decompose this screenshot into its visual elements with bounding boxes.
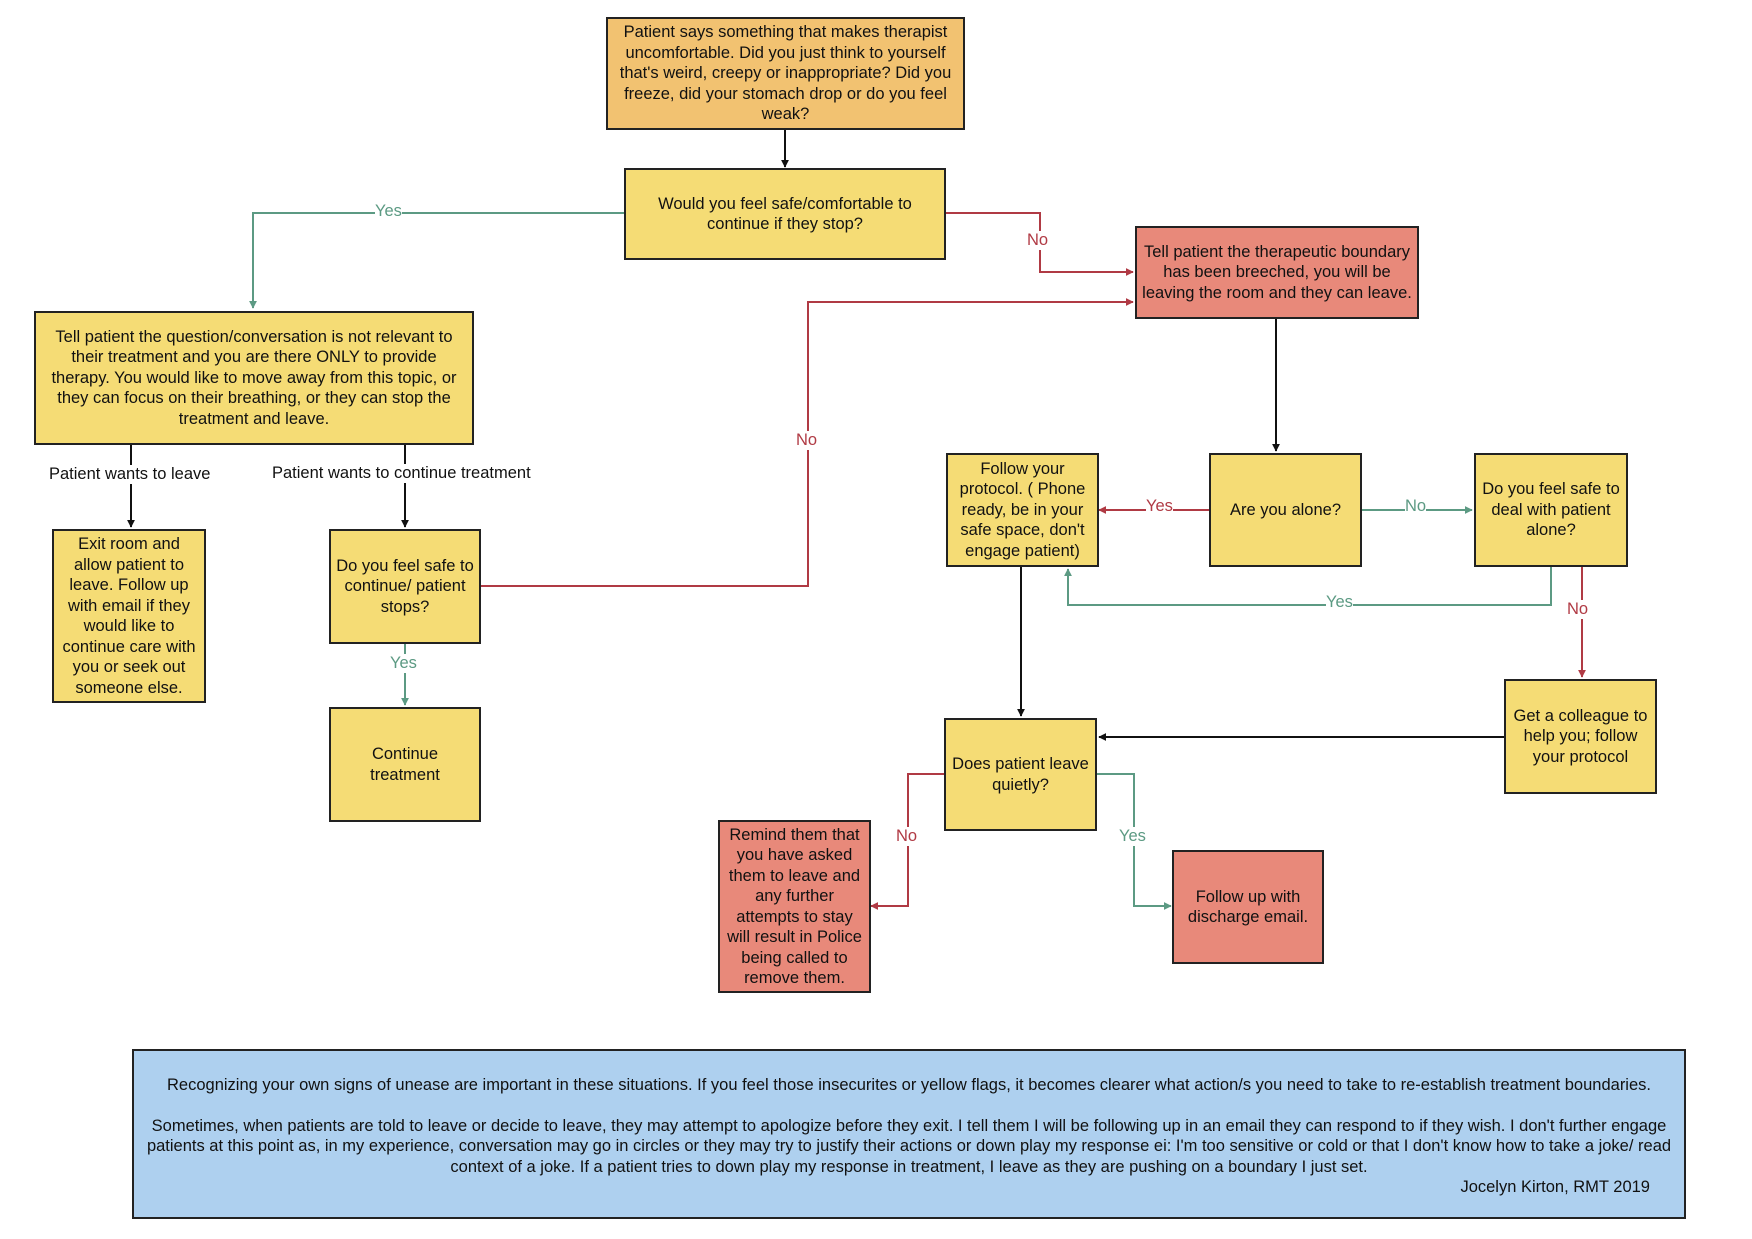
edge-label-no: No (796, 431, 818, 450)
start-node: Patient says something that makes therap… (606, 17, 965, 130)
start-node-text: Patient says something that makes therap… (619, 23, 952, 124)
action-tell-not-relevant: Tell patient the question/conversation i… (34, 311, 474, 445)
edge-label-yes: Yes (390, 654, 417, 673)
decision-safe-continue-stops-text: Do you feel safe to continue/ patient st… (336, 556, 474, 616)
decision-safe-if-stop-text: Would you feel safe/comfortable to conti… (658, 194, 912, 234)
action-get-colleague: Get a colleague to help you; follow your… (1504, 679, 1657, 794)
notes-panel: Recognizing your own signs of unease are… (132, 1049, 1686, 1219)
edge-label-patient-wants-continue: Patient wants to continue treatment (272, 464, 531, 483)
action-tell-boundary-breeched-text: Tell patient the therapeutic boundary ha… (1142, 242, 1412, 302)
decision-are-you-alone: Are you alone? (1209, 453, 1362, 567)
edge-label-no: No (1027, 231, 1049, 250)
action-remind-police-text: Remind them that you have asked them to … (727, 825, 862, 988)
edge-label-patient-wants-leave: Patient wants to leave (49, 465, 211, 484)
action-remind-police: Remind them that you have asked them to … (718, 820, 871, 993)
decision-are-you-alone-text: Are you alone? (1230, 500, 1341, 519)
action-follow-up-email: Follow up with discharge email. (1172, 850, 1324, 964)
notes-paragraph-1: Recognizing your own signs of unease are… (167, 1076, 1651, 1094)
edge-safe-alone-yes (1064, 567, 1552, 606)
edge-label-yes: Yes (1326, 593, 1353, 612)
edge-label-no: No (896, 827, 918, 846)
notes-paragraph-2: Sometimes, when patients are told to lea… (146, 1116, 1672, 1176)
decision-safe-alone-text: Do you feel safe to deal with patient al… (1482, 480, 1620, 540)
edge-label-yes: Yes (375, 202, 402, 221)
action-tell-boundary-breeched: Tell patient the therapeutic boundary ha… (1135, 226, 1419, 319)
action-follow-protocol-text: Follow your protocol. ( Phone ready, be … (959, 459, 1086, 560)
decision-safe-alone: Do you feel safe to deal with patient al… (1474, 453, 1628, 567)
notes-signature: Jocelyn Kirton, RMT 2019 (1460, 1178, 1650, 1196)
decision-safe-if-stop: Would you feel safe/comfortable to conti… (624, 168, 946, 260)
edge-label-yes: Yes (1146, 497, 1173, 516)
decision-leave-quietly: Does patient leave quietly? (944, 718, 1097, 831)
decision-leave-quietly-text: Does patient leave quietly? (952, 755, 1089, 794)
action-continue-treatment-text: Continue treatment (370, 745, 440, 784)
edge-label-no: No (1567, 600, 1589, 619)
action-get-colleague-text: Get a colleague to help you; follow your… (1513, 706, 1648, 766)
action-tell-not-relevant-text: Tell patient the question/conversation i… (51, 327, 457, 428)
action-follow-up-email-text: Follow up with discharge email. (1187, 887, 1309, 927)
edge-label-yes: Yes (1119, 827, 1146, 846)
action-exit-room-text: Exit room and allow patient to leave. Fo… (62, 535, 196, 697)
action-continue-treatment: Continue treatment (329, 707, 481, 822)
decision-safe-continue-stops: Do you feel safe to continue/ patient st… (329, 529, 481, 644)
action-follow-protocol: Follow your protocol. ( Phone ready, be … (946, 453, 1099, 567)
edge-safe-stop-yes (249, 212, 624, 309)
action-exit-room: Exit room and allow patient to leave. Fo… (52, 529, 206, 703)
edge-label-no: No (1405, 497, 1427, 516)
